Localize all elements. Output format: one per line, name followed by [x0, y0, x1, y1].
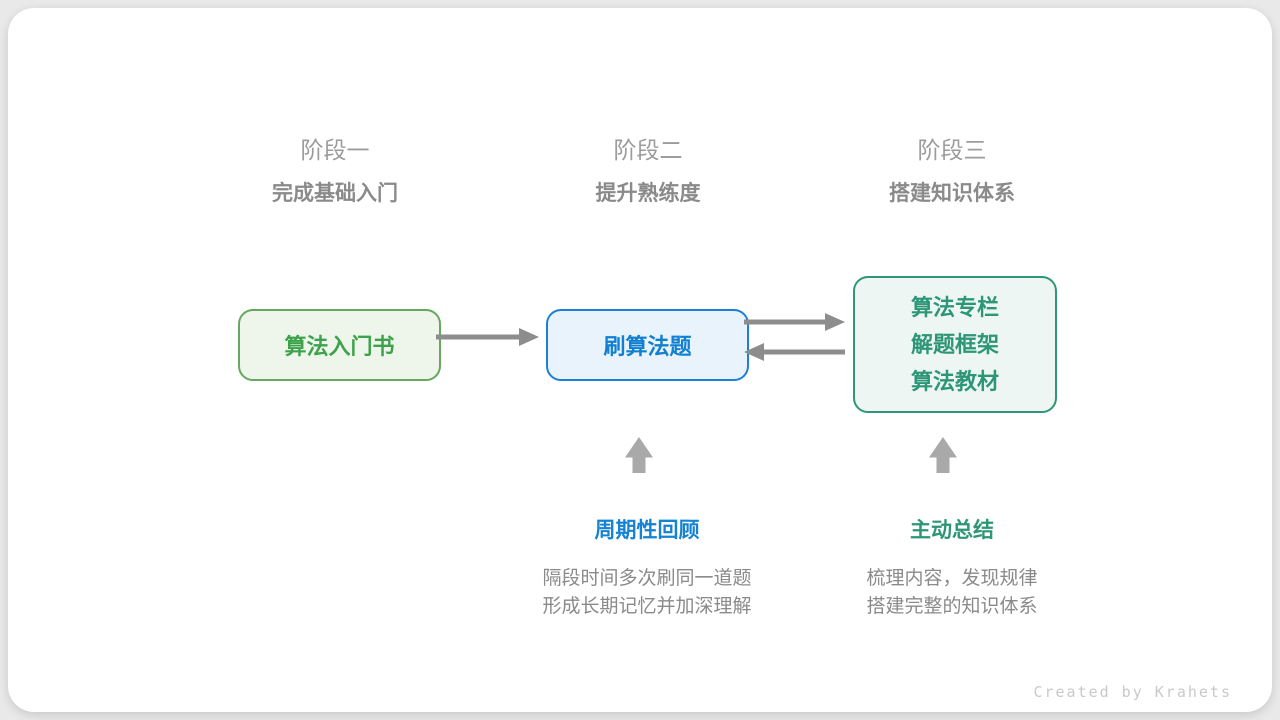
- node-knowledge-resources: 算法专栏 解题框架 算法教材: [853, 276, 1057, 413]
- annotation-periodic-review-desc: 隔段时间多次刷同一道题 形成长期记忆并加深理解: [487, 565, 807, 621]
- node-practice-problems: 刷算法题: [546, 309, 749, 381]
- annotation-periodic-review-desc-line-2: 形成长期记忆并加深理解: [542, 596, 752, 617]
- node-intro-book-label: 算法入门书: [284, 334, 395, 359]
- annotation-periodic-review-title: 周期性回顾: [594, 519, 700, 542]
- annotation-active-summary: 主动总结 梳理内容，发现规律 搭建完整的知识体系: [792, 518, 1112, 621]
- stage-3-header: 阶段三 搭建知识体系: [832, 136, 1072, 207]
- credit-text: Created by Krahets: [1033, 683, 1232, 701]
- node-resource-line-3: 算法教材: [910, 369, 999, 394]
- stage-3-subtitle: 搭建知识体系: [889, 182, 1015, 205]
- stage-2-subtitle: 提升熟练度: [595, 182, 701, 205]
- annotation-active-summary-desc-line-1: 梳理内容，发现规律: [866, 568, 1038, 589]
- node-practice-problems-label: 刷算法题: [603, 334, 692, 359]
- stage-1-label: 阶段一: [300, 137, 370, 163]
- annotation-active-summary-desc-line-2: 搭建完整的知识体系: [866, 596, 1038, 617]
- stage-1-subtitle: 完成基础入门: [272, 182, 398, 205]
- stage-2-header: 阶段二 提升熟练度: [528, 136, 768, 207]
- annotation-active-summary-desc: 梳理内容，发现规律 搭建完整的知识体系: [792, 565, 1112, 621]
- node-resource-line-1: 算法专栏: [910, 295, 999, 320]
- annotation-periodic-review: 周期性回顾 隔段时间多次刷同一道题 形成长期记忆并加深理解: [487, 518, 807, 621]
- node-intro-book: 算法入门书: [238, 309, 441, 381]
- stage-2-label: 阶段二: [613, 137, 683, 163]
- diagram-card: 阶段一 完成基础入门 阶段二 提升熟练度 阶段三 搭建知识体系 算法入门书 刷算…: [8, 8, 1272, 712]
- stage-3-label: 阶段三: [917, 137, 987, 163]
- annotation-active-summary-title: 主动总结: [910, 519, 994, 542]
- stage-1-header: 阶段一 完成基础入门: [215, 136, 455, 207]
- annotation-periodic-review-desc-line-1: 隔段时间多次刷同一道题: [542, 568, 752, 589]
- node-resource-line-2: 解题框架: [910, 332, 999, 357]
